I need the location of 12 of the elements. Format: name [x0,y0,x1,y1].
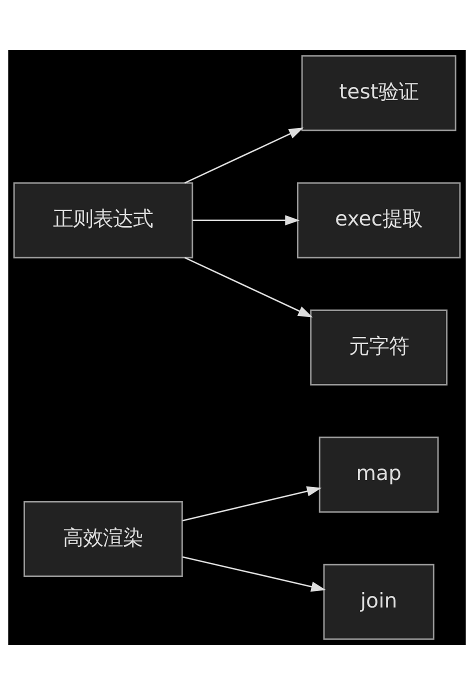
arrow [182,556,326,592]
node-box: 高效渲染 [24,501,183,578]
node-box: 正则表达式 [13,182,194,258]
arrow [182,486,322,522]
node-box: 元字符 [310,310,448,386]
node-box: test验证 [301,55,456,132]
arrow [192,215,300,226]
node-box: join [323,564,434,640]
node-box: exec提取 [296,182,461,258]
node-box: map [318,436,439,513]
arrow [184,256,313,318]
arrow [184,128,304,184]
